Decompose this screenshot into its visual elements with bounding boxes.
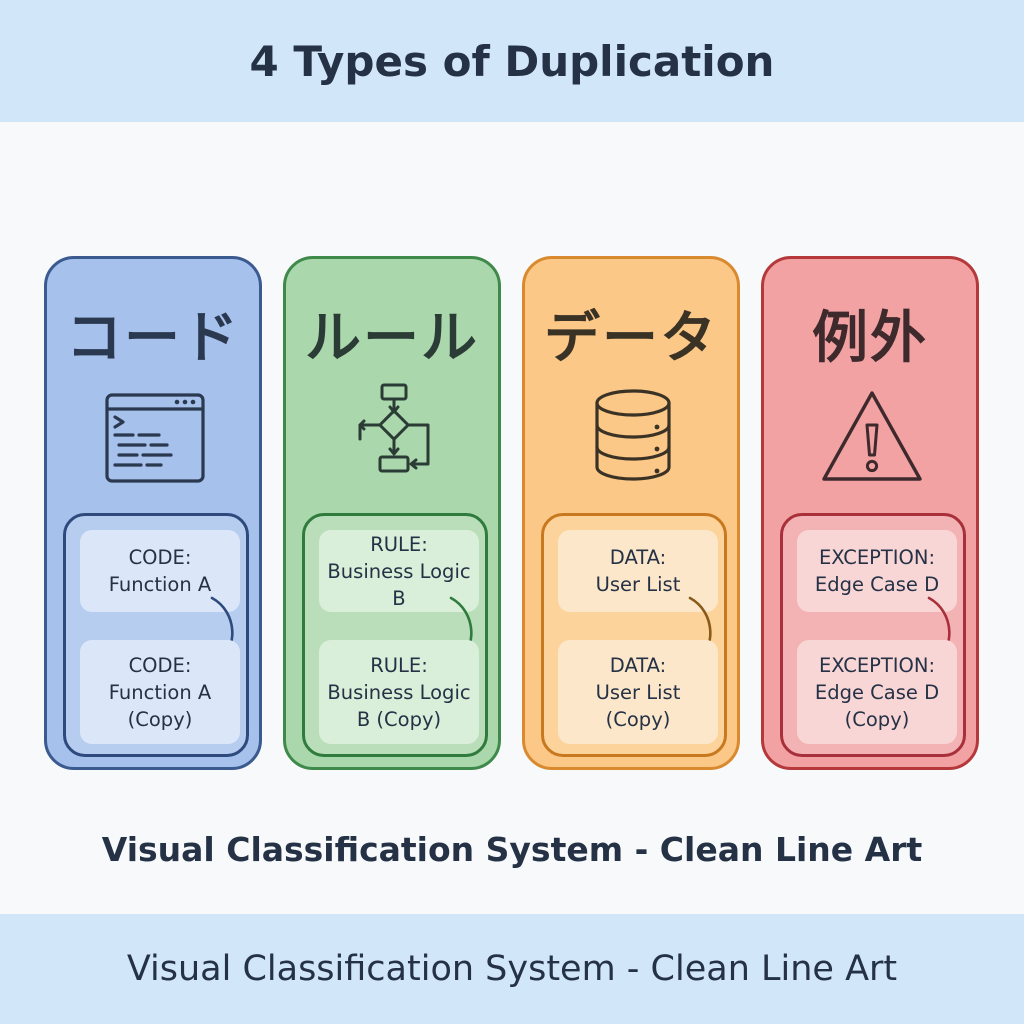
card-name: Function A xyxy=(108,680,212,704)
warning-icon xyxy=(822,391,922,481)
flowchart-icon xyxy=(358,383,430,473)
diagram-subtitle: Visual Classification System - Clean Lin… xyxy=(101,830,923,869)
card-suffix: (Copy) xyxy=(127,707,193,731)
copy-card: RULE: Business Logic B (Copy) xyxy=(319,640,479,744)
panel-title: コード xyxy=(66,306,240,371)
duplicate-group: DATA: User List DATA: User List (Copy) xyxy=(541,513,727,757)
code-window-icon xyxy=(105,393,205,483)
page-title: 4 Types of Duplication xyxy=(249,36,775,86)
panel-exception: 例外 EXCEPTION: Edge Case D EXCEPTION: Edg… xyxy=(761,256,979,770)
card-name: User List xyxy=(595,573,681,596)
card-type: DATA: xyxy=(609,653,667,677)
duplicate-group: RULE: Business Logic B RULE: Business Lo… xyxy=(302,513,488,757)
panel-title: データ xyxy=(544,306,718,371)
card-name: Business Logic xyxy=(327,559,471,583)
card-type: EXCEPTION: xyxy=(818,546,936,569)
original-card: EXCEPTION: Edge Case D xyxy=(797,530,957,612)
duplication-types: コード CODE: Function A xyxy=(44,256,982,774)
card-type: CODE: xyxy=(128,546,192,569)
panel-code: コード CODE: Function A xyxy=(44,256,262,770)
card-suffix: (Copy) xyxy=(605,707,671,731)
card-type: RULE: xyxy=(370,532,428,556)
card-name: User List xyxy=(595,680,681,704)
footer-band: Visual Classification System - Clean Lin… xyxy=(0,914,1024,1024)
card-name: Business Logic xyxy=(327,680,471,704)
copy-card: EXCEPTION: Edge Case D (Copy) xyxy=(797,640,957,744)
card-name: Function A xyxy=(108,573,212,596)
database-icon xyxy=(595,389,671,481)
card-suffix: B (Copy) xyxy=(356,707,442,731)
card-name: Edge Case D xyxy=(814,680,940,704)
panel-rule: ルール RULE: Business Logic B xyxy=(283,256,501,770)
copy-card: DATA: User List (Copy) xyxy=(558,640,718,744)
card-name: Edge Case D xyxy=(814,573,940,596)
card-type: EXCEPTION: xyxy=(818,653,936,677)
card-type: CODE: xyxy=(128,653,192,677)
card-suffix: B xyxy=(392,586,406,610)
panel-title: 例外 xyxy=(812,306,928,371)
card-type: RULE: xyxy=(370,653,428,677)
card-suffix: (Copy) xyxy=(844,707,910,731)
duplicate-group: CODE: Function A CODE: Function A (Copy) xyxy=(63,513,249,757)
panel-title: ルール xyxy=(305,306,479,371)
panel-data: データ DATA: User List DATA: U xyxy=(522,256,740,770)
copy-card: CODE: Function A (Copy) xyxy=(80,640,240,744)
header-band: 4 Types of Duplication xyxy=(0,0,1024,122)
duplicate-group: EXCEPTION: Edge Case D EXCEPTION: Edge C… xyxy=(780,513,966,757)
card-type: DATA: xyxy=(609,546,667,569)
footer-text: Visual Classification System - Clean Lin… xyxy=(126,949,898,989)
